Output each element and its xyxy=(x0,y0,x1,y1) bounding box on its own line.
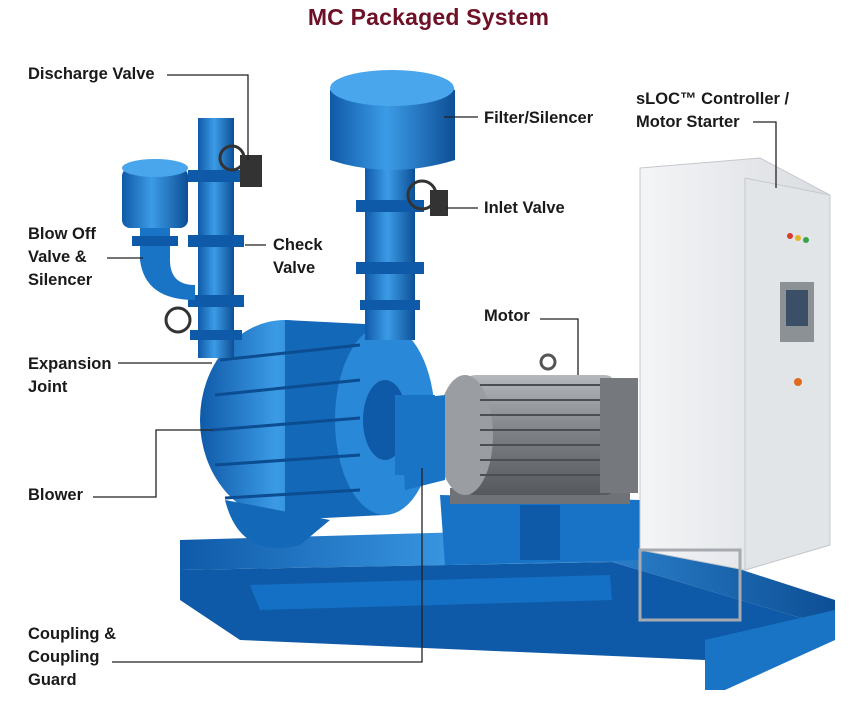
controller-cabinet xyxy=(638,157,831,622)
leader-coupling xyxy=(112,468,423,663)
label-discharge-valve: Discharge Valve xyxy=(28,65,155,83)
label-filter-silencer: Filter/Silencer xyxy=(484,109,594,127)
leader-blower xyxy=(93,429,213,498)
blower-casing xyxy=(200,320,435,548)
label-controller-motor-starter: sLOC™ Controller / Motor Starter xyxy=(636,90,790,131)
coupling-guard xyxy=(400,395,445,490)
label-check-valve: Check Valve xyxy=(273,236,323,277)
leader-controller xyxy=(753,121,777,188)
label-inlet-valve: Inlet Valve xyxy=(484,199,565,217)
leader-lines xyxy=(93,74,777,663)
blow-off-silencer xyxy=(122,159,195,300)
diagram-title: MC Packaged System xyxy=(307,4,550,30)
label-blower: Blower xyxy=(28,486,84,504)
label-expansion-joint: Expansion Joint xyxy=(28,355,112,396)
label-blow-off-valve-silencer: Blow Off Valve & Silencer xyxy=(28,225,96,289)
label-motor: Motor xyxy=(484,307,530,325)
motor xyxy=(437,353,638,495)
label-coupling-guard: Coupling & Coupling Guard xyxy=(28,625,116,689)
leader-motor xyxy=(540,318,579,375)
motor-pedestal xyxy=(440,488,640,565)
inlet-column xyxy=(330,70,455,340)
discharge-column xyxy=(164,118,262,358)
leader-discharge-valve xyxy=(167,74,249,160)
